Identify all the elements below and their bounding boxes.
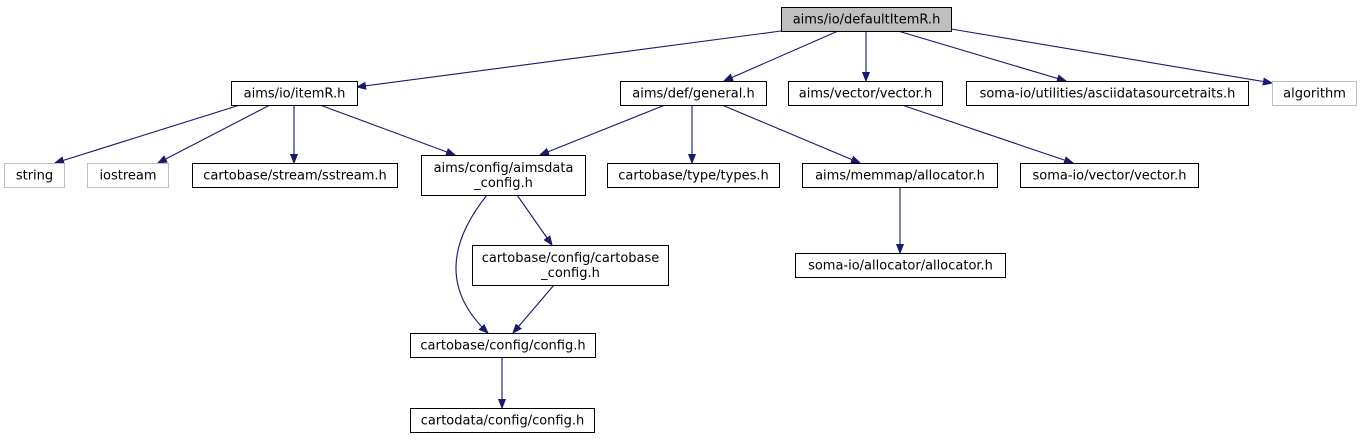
node-label: _config.h — [540, 266, 600, 281]
node-box — [4, 163, 65, 188]
node-box — [607, 163, 780, 188]
node-box — [410, 333, 596, 358]
edge-aimsdata_config-to-cartobase_config — [516, 194, 552, 245]
node-types[interactable]: cartobase/type/types.h — [607, 163, 780, 188]
node-config[interactable]: cartobase/config/config.h — [410, 333, 596, 358]
edge-root-to-asciitraits — [897, 30, 1066, 81]
node-label: soma-io/vector/vector.h — [1032, 169, 1186, 184]
node-asciitraits[interactable]: soma-io/utilities/asciidatasourcetraits.… — [966, 81, 1249, 106]
node-label: cartobase/stream/sstream.h — [203, 169, 387, 184]
node-label: aims/def/general.h — [632, 87, 754, 102]
node-memmap_alloc[interactable]: aims/memmap/allocator.h — [802, 163, 998, 188]
node-label: cartobase/config/config.h — [420, 339, 585, 354]
node-somaio_alloc[interactable]: soma-io/allocator/allocator.h — [795, 253, 1006, 278]
node-somaio_vector[interactable]: soma-io/vector/vector.h — [1020, 163, 1199, 188]
node-label: aims/vector/vector.h — [799, 87, 932, 102]
edge-root-to-general — [724, 30, 839, 81]
node-label: aims/config/aimsdata — [434, 161, 574, 176]
node-label: aims/io/itemR.h — [244, 87, 346, 102]
edge-itemR-to-aimsdata_config — [319, 104, 455, 155]
edge-aimsdata_config-to-config — [455, 194, 488, 333]
node-label: cartobase/type/types.h — [618, 169, 768, 184]
node-label: iostream — [99, 169, 156, 184]
node-label: soma-io/utilities/asciidatasourcetraits.… — [980, 87, 1236, 102]
node-label: cartodata/config/config.h — [421, 414, 584, 429]
node-box — [472, 245, 669, 286]
node-algorithm: algorithm — [1272, 81, 1357, 106]
node-iostream: iostream — [87, 163, 169, 188]
edge-itemR-to-iostream — [158, 104, 271, 163]
node-label: _config.h — [473, 176, 533, 191]
node-box — [788, 81, 943, 106]
node-box — [802, 163, 998, 188]
node-label: algorithm — [1283, 87, 1346, 102]
node-string: string — [4, 163, 65, 188]
edge-general-to-aimsdata_config — [540, 104, 666, 155]
node-box — [1020, 163, 1199, 188]
edge-root-to-algorithm — [950, 28, 1272, 83]
node-label: string — [16, 169, 53, 184]
node-box — [421, 155, 586, 196]
edges-layer — [55, 28, 1272, 408]
edge-root-to-itemR — [357, 30, 782, 87]
node-general[interactable]: aims/def/general.h — [620, 81, 767, 106]
node-box — [231, 81, 358, 106]
node-box — [1272, 81, 1357, 106]
node-box — [966, 81, 1249, 106]
node-label: aims/memmap/allocator.h — [815, 169, 985, 184]
edge-vector-to-somaio_vector — [901, 104, 1073, 163]
node-label: cartobase/config/cartobase — [482, 251, 660, 266]
edge-itemR-to-string — [55, 104, 241, 163]
node-label: soma-io/allocator/allocator.h — [808, 259, 993, 274]
edge-cartobase_config-to-config — [513, 284, 555, 333]
node-box — [781, 7, 952, 32]
node-sstream[interactable]: cartobase/stream/sstream.h — [192, 163, 398, 188]
node-box — [795, 253, 1006, 278]
node-box — [87, 163, 169, 188]
node-box — [410, 408, 595, 433]
node-label: aims/io/defaultItemR.h — [793, 13, 941, 28]
node-cartodata_config[interactable]: cartodata/config/config.h — [410, 408, 595, 433]
nodes-layer: aims/io/defaultItemR.h aims/io/itemR.h aim… — [4, 7, 1357, 433]
node-box — [192, 163, 398, 188]
edge-general-to-memmap_alloc — [721, 104, 860, 163]
node-itemR[interactable]: aims/io/itemR.h — [231, 81, 358, 106]
node-aimsdata_config[interactable]: aims/config/aimsdata_config.h — [421, 155, 586, 196]
node-cartobase_config[interactable]: cartobase/config/cartobase_config.h — [472, 245, 669, 286]
node-vector[interactable]: aims/vector/vector.h — [788, 81, 943, 106]
node-box — [620, 81, 767, 106]
node-root[interactable]: aims/io/defaultItemR.h — [781, 7, 952, 32]
